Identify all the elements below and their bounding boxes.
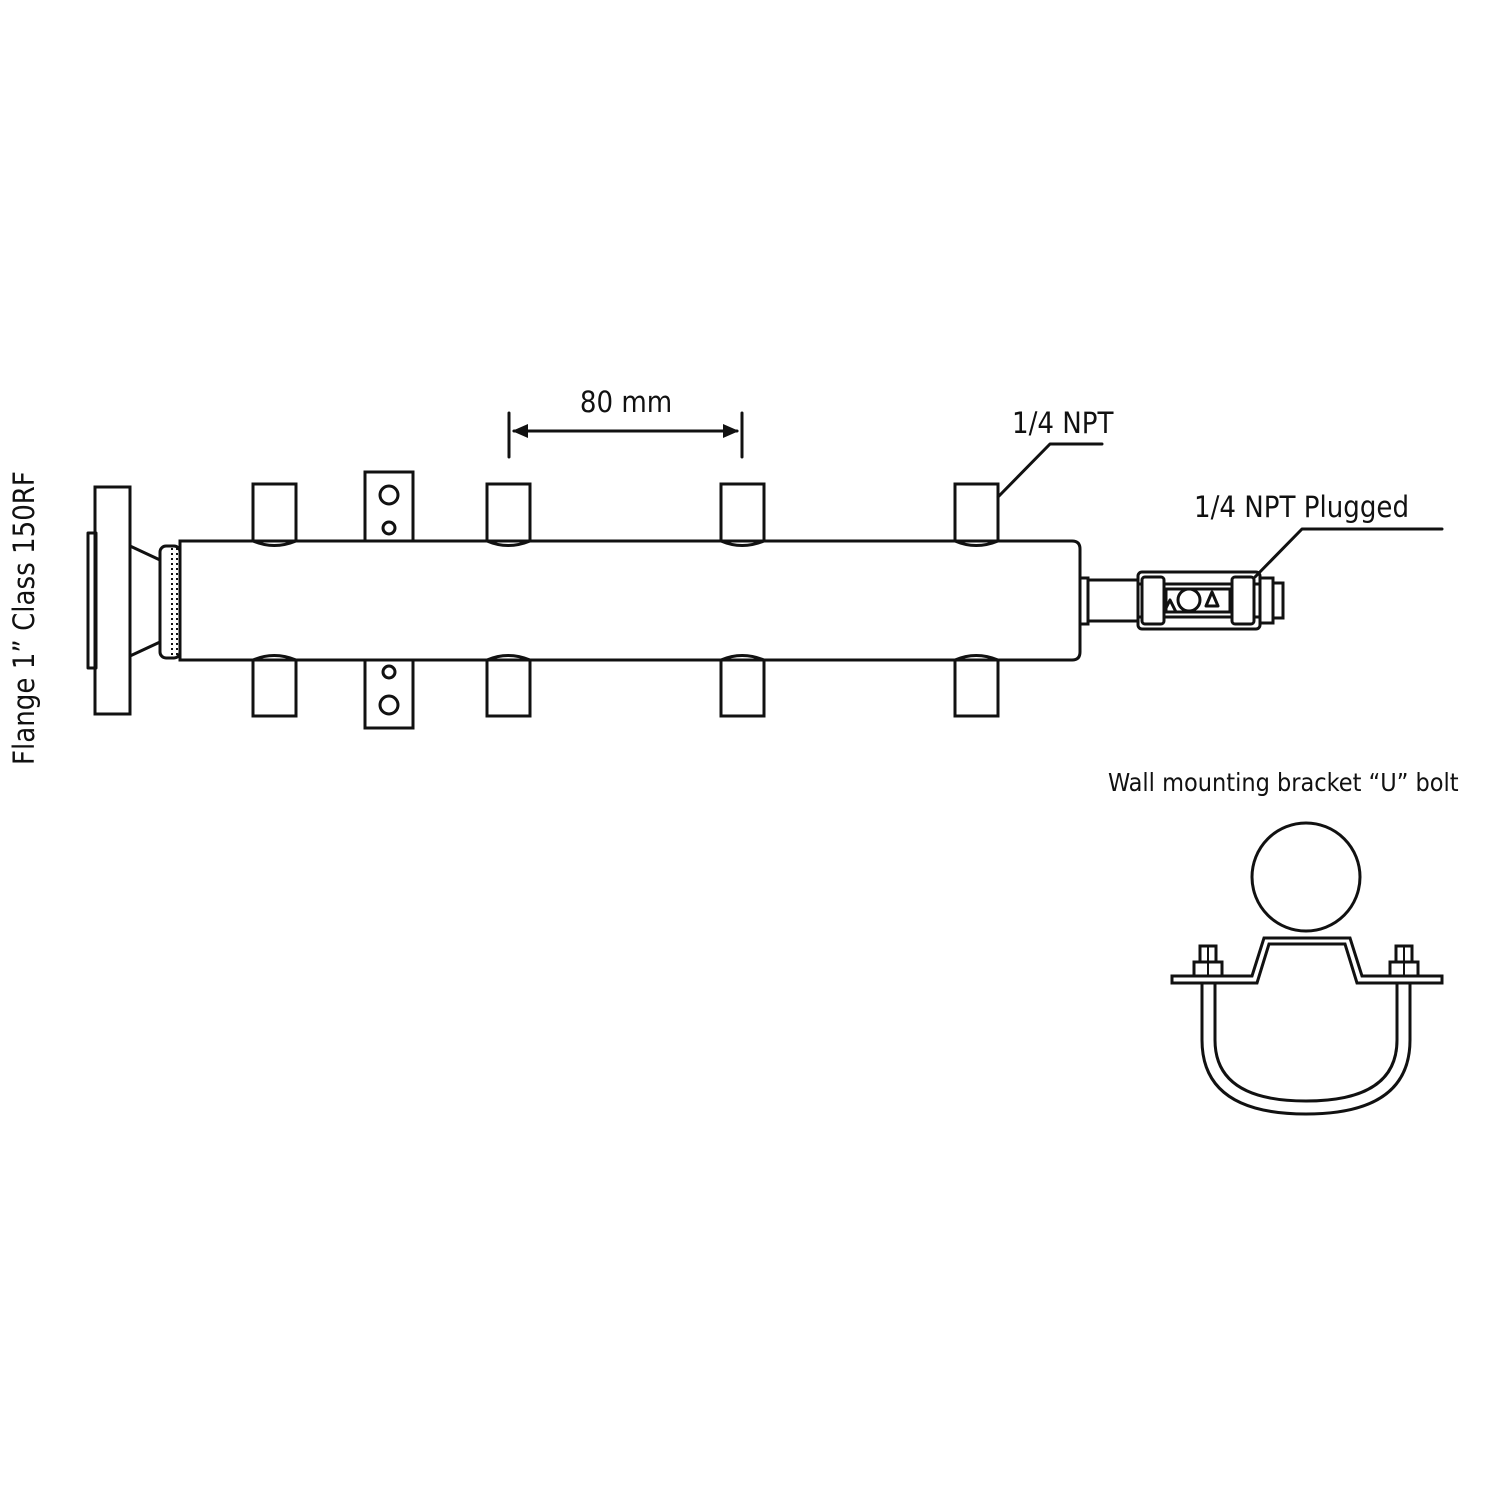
outlet-leader-line <box>996 442 1104 499</box>
u-bolt-bracket-detail <box>1170 821 1444 1116</box>
flange-label: Flange 1” Class 150RF <box>7 471 41 765</box>
bottom-outlet <box>485 654 532 718</box>
top-outlet <box>719 482 766 547</box>
top-outlet <box>953 482 1000 547</box>
mounting-bracket-plates <box>363 470 415 730</box>
top-outlet <box>251 482 298 547</box>
top-outlets <box>251 482 1000 547</box>
bottom-outlet <box>719 654 766 718</box>
top-outlet <box>485 482 532 547</box>
bracket-plate <box>1170 936 1444 985</box>
plugged-label: 1/4 NPT Plugged <box>1194 490 1409 524</box>
spacing-label: 80 mm <box>580 385 672 419</box>
bottom-outlet <box>251 654 298 718</box>
bottom-outlet <box>953 654 1000 718</box>
plugged-valve-assembly <box>1078 570 1285 631</box>
u-bolt <box>1200 981 1412 1116</box>
bracket-label: Wall mounting bracket “U” bolt <box>1108 768 1459 797</box>
manifold-pipe <box>178 539 1082 662</box>
plugged-leader-line <box>1253 527 1444 579</box>
bottom-outlets <box>251 654 1000 718</box>
outlet-label: 1/4 NPT <box>1012 406 1115 440</box>
flange <box>86 485 182 716</box>
dimension-80mm <box>507 411 744 459</box>
pipe-section <box>1250 821 1362 933</box>
